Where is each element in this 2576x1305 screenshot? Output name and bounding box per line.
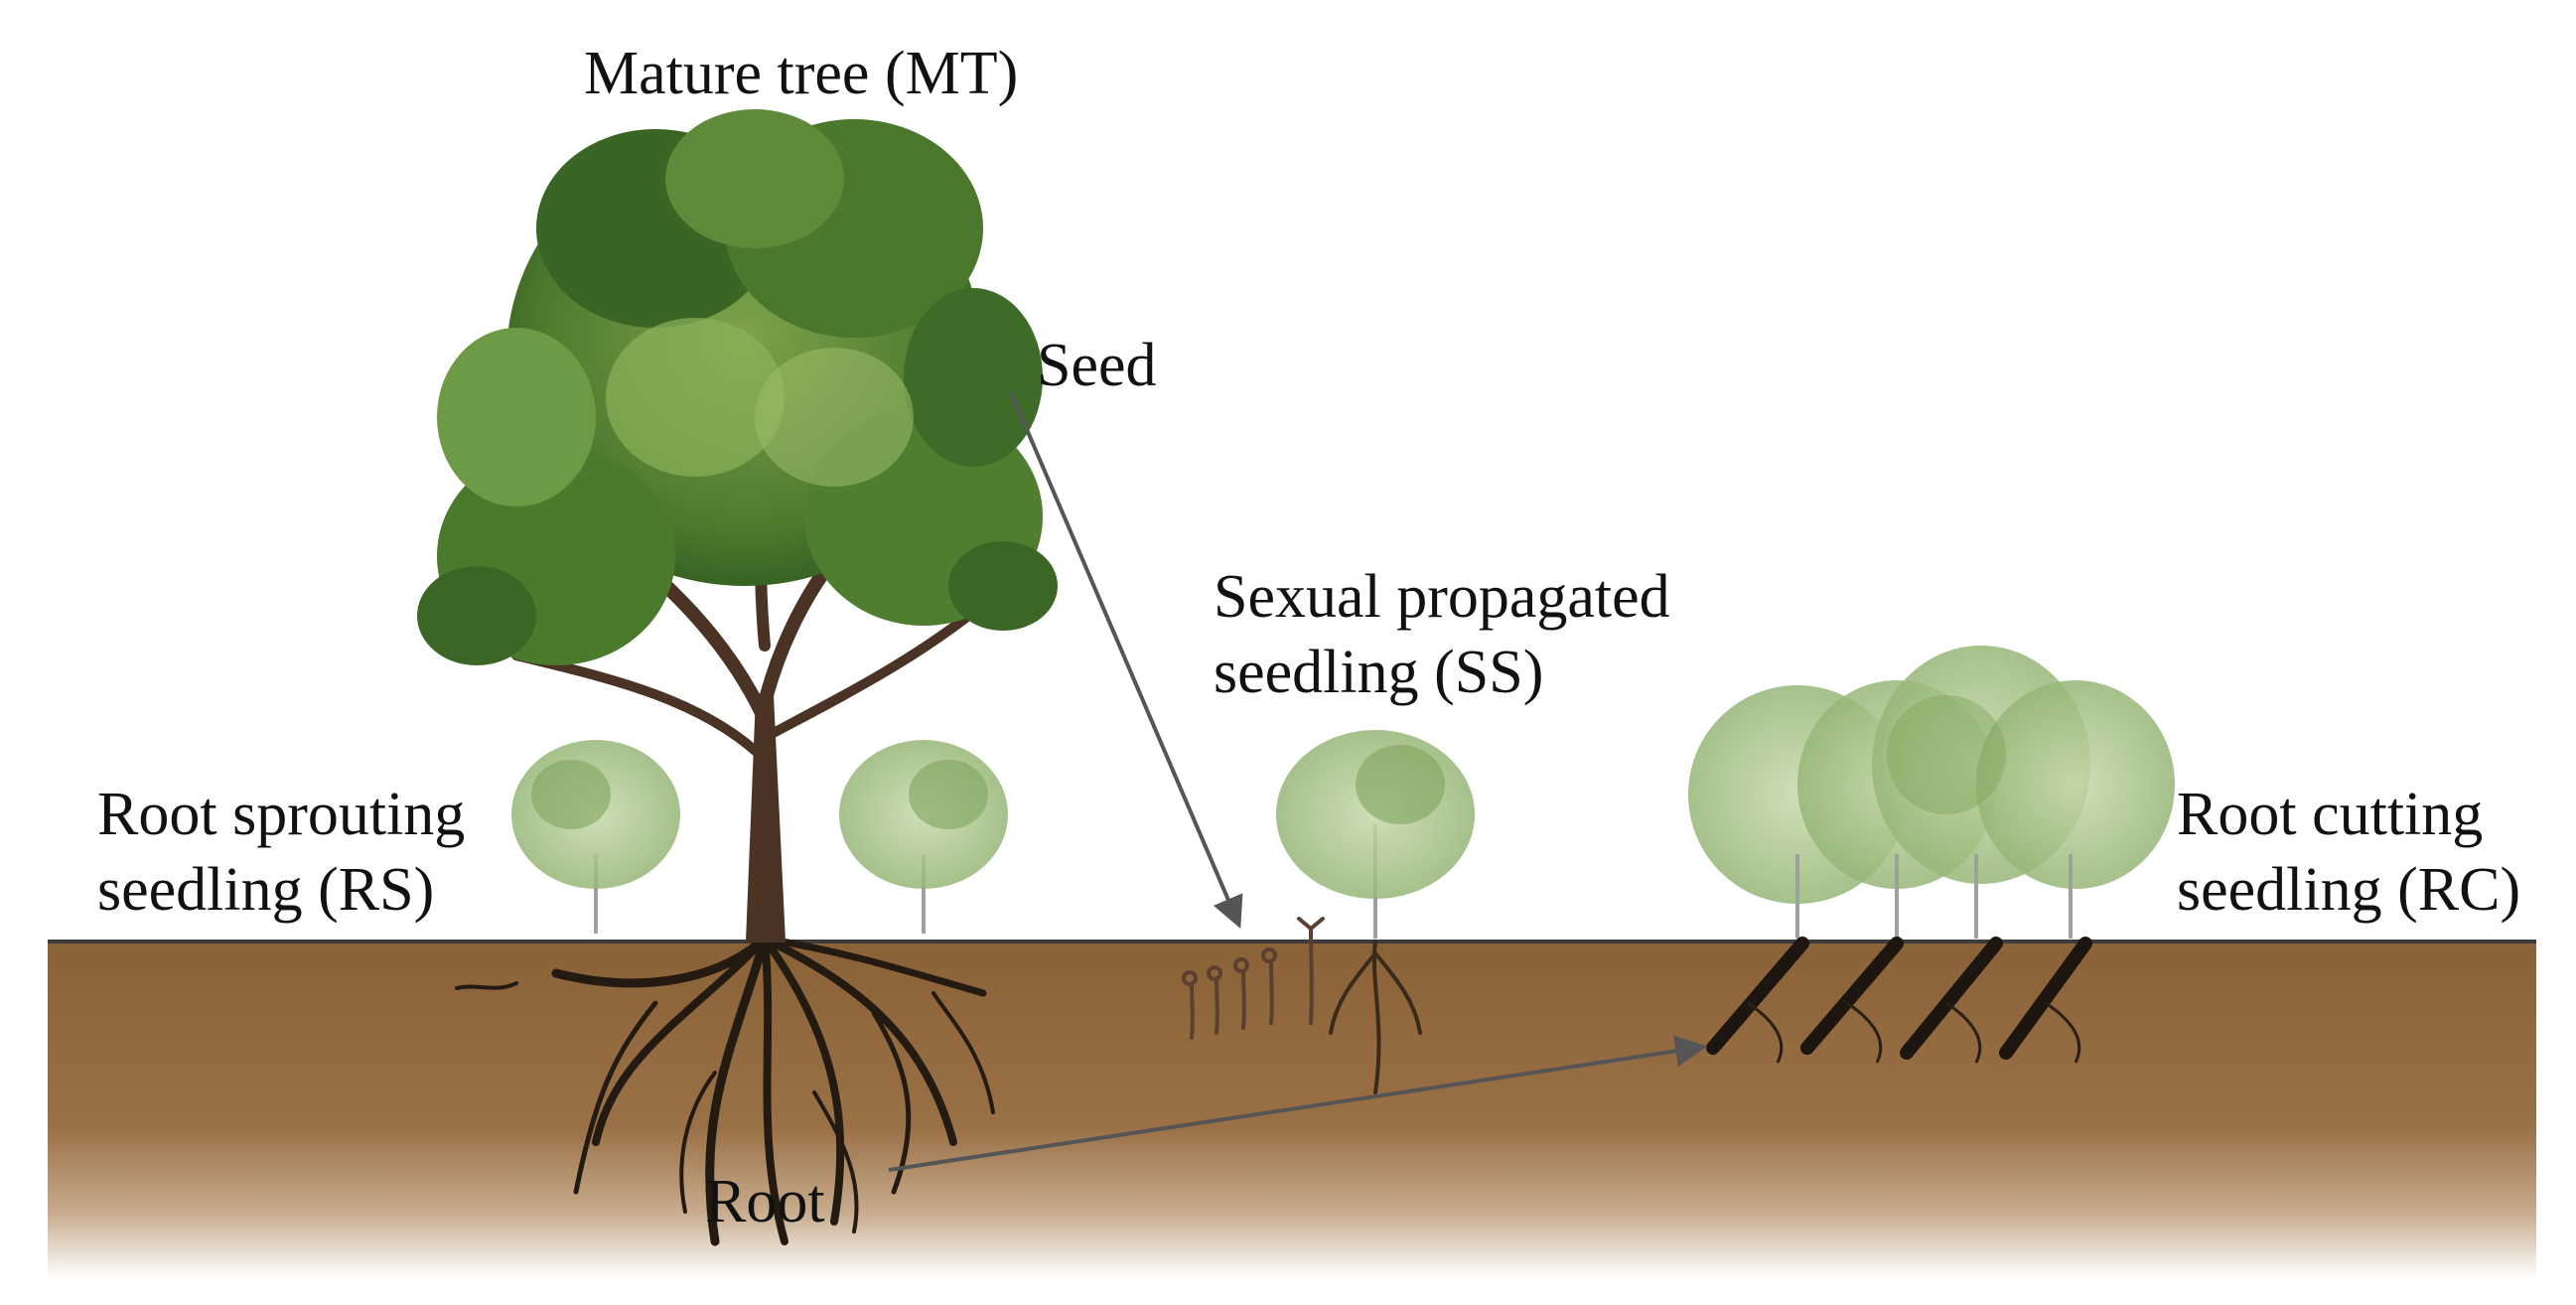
seed-arrow bbox=[1009, 391, 1243, 929]
label-root-cutting-seedling: Root cutting seedling (RC) bbox=[2177, 777, 2520, 928]
label-root-cutting-line-1: Root cutting bbox=[2177, 781, 2484, 848]
sexual-propagated-seedling bbox=[1182, 730, 1475, 1094]
root-arrow bbox=[888, 1035, 1708, 1172]
germinating-seeds bbox=[1182, 917, 1325, 1040]
label-root-sprouting-line-1: Root sprouting bbox=[97, 781, 466, 848]
label-root-cutting-line-2: seedling (RC) bbox=[2177, 856, 2521, 924]
label-sexual-line-2: seedling (SS) bbox=[1214, 639, 1544, 706]
root-sprouting-sapling-right bbox=[839, 740, 1008, 934]
root-cutting-seedlings bbox=[1688, 646, 2175, 1064]
label-mature-tree: Mature tree (MT) bbox=[584, 40, 1019, 107]
label-sexual-line-1: Sexual propagated bbox=[1214, 563, 1670, 631]
label-sexual-propagated-seedling: Sexual propagated seedling (SS) bbox=[1214, 559, 1670, 710]
root-sprouting-sapling-left bbox=[511, 740, 680, 934]
label-root: Root bbox=[705, 1168, 825, 1235]
mature-tree-crown bbox=[417, 109, 1058, 665]
label-root-sprouting-seedling: Root sprouting seedling (RS) bbox=[97, 777, 465, 928]
label-seed: Seed bbox=[1037, 332, 1157, 399]
mature-tree-roots bbox=[455, 934, 995, 1246]
label-root-sprouting-line-2: seedling (RS) bbox=[97, 856, 435, 924]
